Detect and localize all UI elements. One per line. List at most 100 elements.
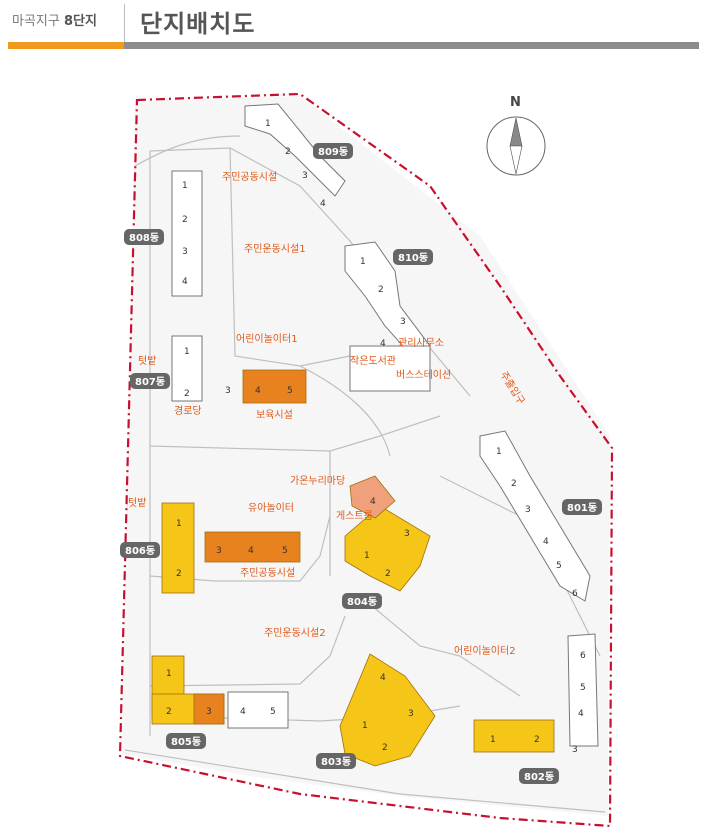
guest-house-shape (349, 475, 396, 519)
unit-805-2: 2 (166, 707, 172, 717)
unit-804-4: 4 (370, 497, 376, 507)
facility-management-office: 관리사무소 (398, 337, 444, 349)
daycare-shape (242, 369, 307, 404)
building-801-shape (479, 430, 591, 602)
unit-810-1: 1 (360, 257, 366, 267)
unit-808-2: 2 (182, 215, 188, 225)
tag-808-bg (124, 229, 164, 245)
tag-803: 803동 (321, 756, 351, 768)
unit-numbers: 1 2 3 4 1 2 3 4 1 2 3 4 1 2 3 4 5 1 2 3 … (166, 119, 586, 755)
tag-810: 810동 (398, 252, 428, 264)
unit-808-3: 3 (182, 247, 188, 257)
tag-807: 807동 (135, 376, 165, 388)
tag-806-bg (120, 542, 160, 558)
header-separator (124, 4, 125, 44)
building-804-shape (344, 505, 431, 592)
unit-807-3: 3 (225, 386, 231, 396)
facility-library: 작은도서관 (350, 355, 396, 367)
unit-809-2: 2 (285, 147, 291, 157)
site-boundary (118, 92, 614, 828)
unit-805-3: 3 (206, 707, 212, 717)
unit-807-2: 2 (184, 389, 190, 399)
unit-809-4: 4 (320, 199, 326, 209)
page-header: 마곡지구 8단지 단지배치도 (0, 0, 711, 56)
unit-806-1: 1 (176, 519, 182, 529)
tag-801-bg (562, 499, 602, 515)
building-labels: 809동 808동 810동 807동 801동 806동 804동 805동 … (120, 143, 602, 784)
tag-802: 802동 (524, 771, 554, 783)
building-809-shape (244, 103, 346, 197)
site-plan-map: N 1 2 3 4 1 2 3 4 1 2 3 4 1 (118, 92, 614, 828)
unit-801-2: 2 (511, 479, 517, 489)
building-805-east-shape (227, 691, 289, 729)
unit-803-1: 1 (362, 721, 368, 731)
unit-805-1: 1 (166, 669, 172, 679)
facility-community-1: 주민공동시설 (222, 171, 277, 183)
facility-vegetable-garden-806: 텃밭 (128, 497, 146, 509)
tag-806: 806동 (125, 545, 155, 557)
tag-805: 805동 (171, 736, 201, 748)
facility-playground-1: 어린이놀이터1 (236, 333, 298, 345)
unit-804-3: 3 (404, 529, 410, 539)
unit-802-3: 3 (572, 745, 578, 755)
compass-ring (486, 116, 546, 176)
facility-senior-center: 경로당 (174, 404, 202, 417)
compass-north-label: N (510, 95, 521, 110)
facility-community-2: 주민공동시설 (240, 567, 295, 579)
community-2-shape (204, 531, 301, 563)
page-title: 단지배치도 (140, 10, 256, 38)
unit-802-5: 5 (580, 683, 586, 693)
tag-807-bg (130, 373, 170, 389)
unit-802-1: 1 (490, 735, 496, 745)
building-802-east-shape (567, 633, 599, 747)
tag-808: 808동 (129, 232, 159, 244)
tag-810-bg (393, 249, 433, 265)
complex-name: 마곡지구 8단지 (12, 14, 97, 29)
unit-806-5: 5 (282, 546, 288, 556)
unit-801-5: 5 (556, 561, 562, 571)
unit-806-3: 3 (216, 546, 222, 556)
facility-bus-station: 버스스테이션 (396, 369, 451, 381)
unit-806-4: 4 (248, 546, 254, 556)
unit-809-3: 3 (302, 171, 308, 181)
unit-803-2: 2 (382, 743, 388, 753)
unit-801-4: 4 (543, 537, 549, 547)
tag-803-bg (316, 753, 356, 769)
building-805-unit3-shape (193, 693, 225, 725)
compass-needle-north (509, 117, 523, 147)
building-802-shape (473, 719, 555, 753)
facility-vegetable-garden-807: 텃밭 (138, 355, 156, 367)
unit-806-2: 2 (176, 569, 182, 579)
unit-805-4: 4 (240, 707, 246, 717)
tag-805-bg (166, 733, 206, 749)
unit-804-1: 1 (364, 551, 370, 561)
site-ground (122, 96, 610, 816)
unit-802-4: 4 (578, 709, 584, 719)
unit-808-1: 1 (182, 181, 188, 191)
tag-804: 804동 (347, 596, 377, 608)
building-806-shape (161, 502, 195, 594)
facility-family-yard: 가온누리마당 (290, 475, 345, 487)
unit-810-2: 2 (378, 285, 384, 295)
facility-guest-house: 게스트룸 (336, 510, 373, 522)
unit-804-2: 2 (385, 569, 391, 579)
building-807-shape (171, 335, 203, 402)
header-accent-bar (8, 42, 124, 49)
unit-802-6: 6 (580, 651, 586, 661)
unit-809-1: 1 (265, 119, 271, 129)
tag-809: 809동 (318, 146, 348, 158)
unit-801-6: 6 (572, 589, 578, 599)
facility-fitness-1: 주민운동시설1 (244, 243, 306, 255)
unit-810-3: 3 (400, 317, 406, 327)
facility-fitness-2: 주민운동시설2 (264, 627, 326, 639)
library-office-shape (349, 345, 431, 392)
compass-needle-south (509, 145, 523, 175)
unit-803-4: 4 (380, 673, 386, 683)
facility-toddler-playground: 유아놀이터 (248, 502, 294, 514)
tag-802-bg (519, 768, 559, 784)
unit-807-5: 5 (287, 386, 293, 396)
header-underline-bar (124, 42, 699, 49)
unit-810-4: 4 (380, 339, 386, 349)
unit-803-3: 3 (408, 709, 414, 719)
facility-playground-2: 어린이놀이터2 (454, 645, 516, 657)
